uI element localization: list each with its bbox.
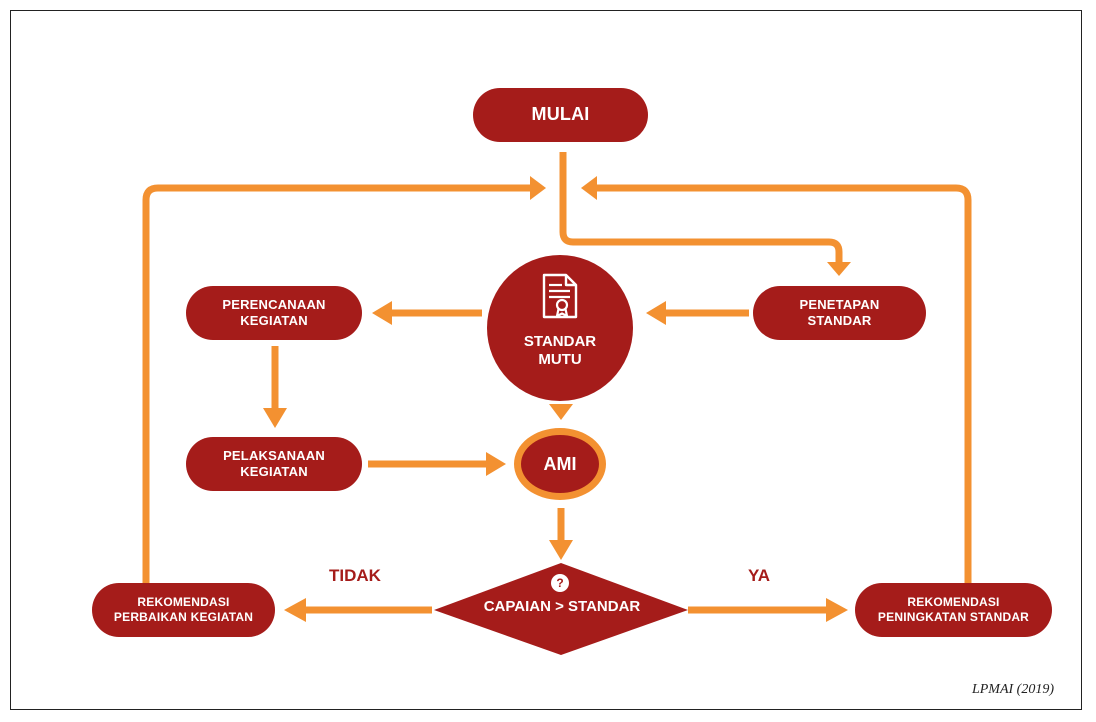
arrowhead-into-audit-left <box>486 452 506 476</box>
arrowhead-into-setting <box>827 262 851 276</box>
question-icon: ? <box>551 574 569 592</box>
source-credit: LPMAI (2019) <box>971 682 1054 697</box>
branch-no-label: TIDAK <box>329 566 381 585</box>
standard-quality-node: STANDAR MUTU <box>487 255 633 401</box>
recommendation-enhancement-line2: PENINGKATAN STANDAR <box>877 610 1030 624</box>
recommendation-improvement-line2: PERBAIKAN KEGIATAN <box>113 610 254 624</box>
arrowhead-enhancement-loop <box>581 176 597 200</box>
standard-setting-node: PENETAPAN STANDAR <box>753 286 926 340</box>
arrowhead-into-implementation <box>263 408 287 428</box>
planning-node-line2: KEGIATAN <box>240 313 308 328</box>
recommendation-improvement-node: REKOMENDASI PERBAIKAN KEGIATAN <box>92 583 275 637</box>
audit-node-label: AMI <box>543 453 577 474</box>
branch-yes-label: YA <box>748 566 771 585</box>
implementation-node: PELAKSANAAN KEGIATAN <box>186 437 362 491</box>
connector-enhancement-loop <box>597 184 972 583</box>
standard-setting-node-line1: PENETAPAN <box>799 297 880 313</box>
decision-diamond <box>434 563 688 655</box>
planning-node: PERENCANAAN KEGIATAN <box>186 286 362 340</box>
implementation-node-line2: KEGIATAN <box>240 464 308 479</box>
arrowhead-improvement-loop <box>530 176 546 200</box>
recommendation-improvement-line1: REKOMENDASI <box>137 595 230 610</box>
connector-improvement-loop <box>142 184 530 583</box>
recommendation-enhancement-node: REKOMENDASI PENINGKATAN STANDAR <box>855 583 1052 637</box>
planning-node-line1: PERENCANAAN <box>222 297 326 313</box>
standard-setting-node-line2: STANDAR <box>807 313 872 328</box>
audit-node: AMI <box>514 428 606 500</box>
document-certificate-icon <box>542 273 578 319</box>
arrowhead-into-enhancement <box>826 598 848 622</box>
arrowhead-into-standard <box>646 301 666 325</box>
arrowhead-into-improvement <box>284 598 306 622</box>
arrowhead-into-audit-top <box>549 404 573 420</box>
arrowhead-into-decision <box>549 540 573 560</box>
recommendation-enhancement-line1: REKOMENDASI <box>907 595 1000 610</box>
arrowhead-into-planning <box>372 301 392 325</box>
standard-quality-line2: MUTU <box>538 351 582 369</box>
decision-label: CAPAIAN > STANDAR <box>483 598 641 615</box>
start-node: MULAI <box>473 88 648 142</box>
start-node-label: MULAI <box>531 104 590 125</box>
standard-quality-line1: STANDAR <box>523 333 597 350</box>
implementation-node-line1: PELAKSANAAN <box>223 448 325 464</box>
connector-start-to-setting <box>559 152 843 262</box>
figure-border <box>10 10 1082 710</box>
standard-quality-label: STANDAR MUTU <box>524 333 596 370</box>
